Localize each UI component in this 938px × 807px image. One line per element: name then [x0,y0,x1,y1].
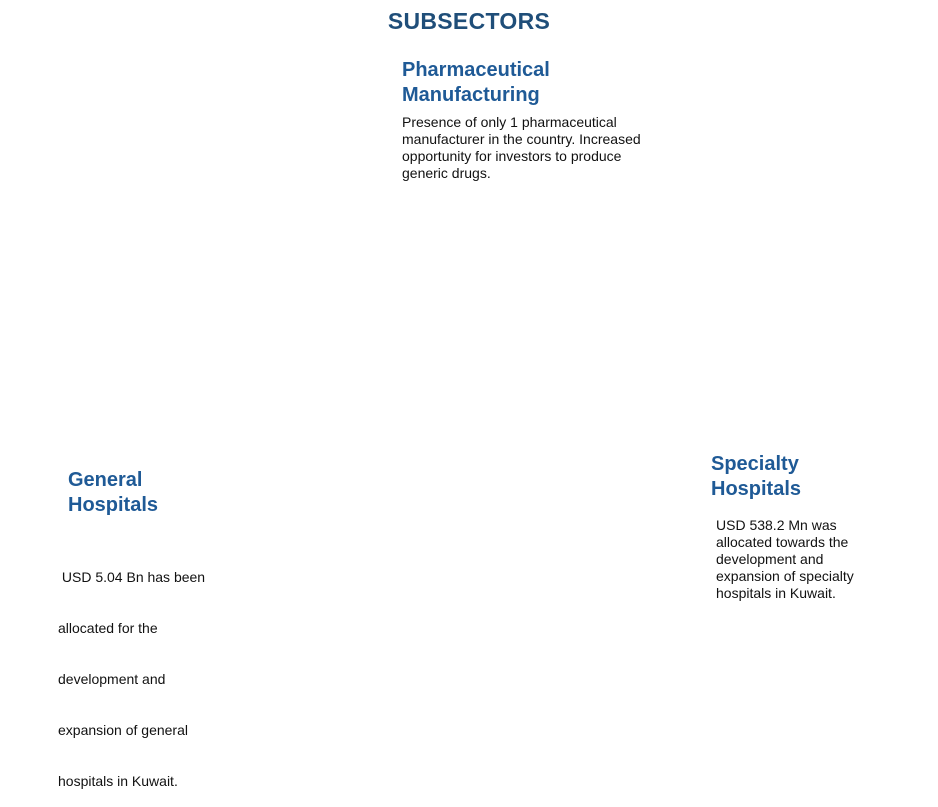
pharma-heading-1: Pharmaceutical [402,59,550,81]
general-heading-1: General [68,469,143,491]
text-line: expansion of general [58,722,188,738]
specialty-body: USD 538.2 Mn was allocated towards the d… [716,517,854,602]
page-title: SUBSECTORS [387,8,551,34]
text-line: allocated for the [58,620,158,636]
arc [241,294,656,466]
text-line: hospitals in Kuwait. [716,585,836,601]
text-line: opportunity for investors to produce [402,148,622,164]
general-section: General Hospitals [68,468,158,518]
general-heading-2: Hospitals [68,494,159,516]
hospital-bed-icon [214,441,280,507]
thermometer-icon [246,499,316,569]
text-line: expansion of specialty [716,568,854,584]
text-line: allocated towards the [716,534,849,550]
pharma-section: Pharmaceutical Manufacturing Presence of… [402,58,641,182]
pharma-heading-2: Manufacturing [402,84,540,106]
text-line: development and [58,671,166,687]
specialty-heading-1: Specialty [711,453,799,475]
specialty-section: Specialty Hospitals [711,452,801,502]
text-line: hospitals in Kuwait. [58,773,178,789]
text-line: manufacturer in the country. Increased [402,131,641,147]
puzzle-pieces [319,293,608,670]
syringe-icon [593,499,659,565]
text-line: USD 538.2 Mn was [716,517,837,533]
text-line: generic drugs. [402,165,491,181]
text-line: development and [716,551,824,567]
text-line: USD 5.04 Bn has been [58,569,206,585]
pill-icon [391,198,459,266]
text-line: Presence of only 1 pharmaceutical [402,114,617,130]
specialty-heading-2: Hospitals [711,478,802,500]
microscope-test-tube-icon [458,198,526,266]
scalpel-icon [626,438,694,506]
pharma-body: Presence of only 1 pharmaceutical manufa… [402,114,641,182]
general-body: USD 5.04 Bn has been allocated for the d… [58,535,205,807]
